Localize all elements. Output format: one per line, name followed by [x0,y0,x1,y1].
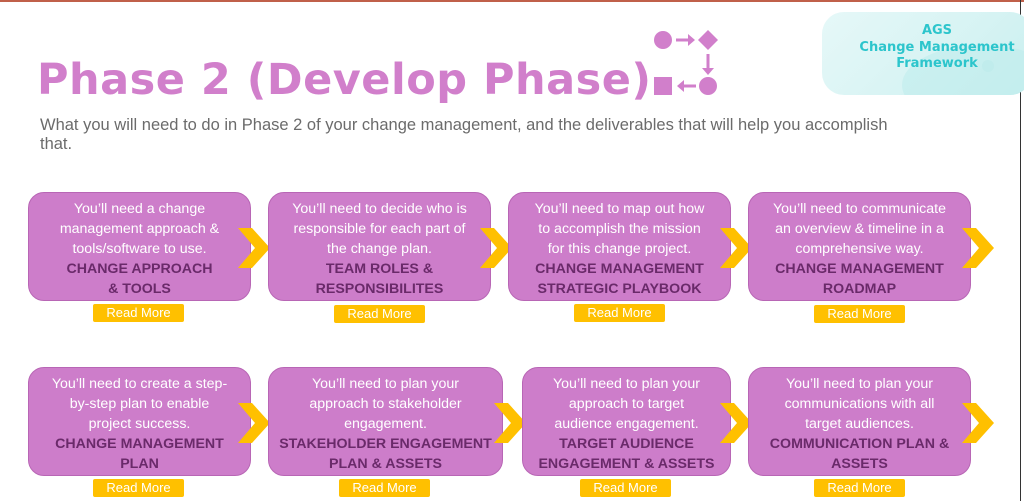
step-card-target-audience: You’ll need to plan your approach to tar… [522,367,731,476]
chevron-right-icon [962,228,994,268]
chevron-right-icon [494,403,526,443]
read-more-button-team-roles[interactable]: Read More [334,305,425,323]
brand-line-1: AGS [921,23,953,38]
read-more-button-change-approach[interactable]: Read More [93,304,184,322]
step-deliverable: CHANGE MANAGEMENT STRATEGIC PLAYBOOK [535,261,704,297]
brand-badge: AGS Change Management Framework [822,12,1024,95]
page-title: Phase 2 (Develop Phase) [37,55,652,105]
step-description: You’ll need to plan your approach to sta… [309,376,462,432]
chevron-right-icon [720,228,752,268]
step-deliverable: CHANGE MANAGEMENT PLAN [55,436,224,472]
step-description: You’ll need to create a step- by-step pl… [51,376,228,432]
read-more-button-change-plan[interactable]: Read More [93,479,184,497]
read-more-button-target-audience[interactable]: Read More [580,479,671,497]
step-deliverable: TARGET AUDIENCE ENGAGEMENT & ASSETS [538,436,715,472]
chevron-right-icon [720,403,752,443]
step-deliverable: CHANGE MANAGEMENT ROADMAP [775,261,944,297]
step-deliverable: COMMUNICATION PLAN & ASSETS [769,436,950,472]
read-more-button-strategic-playbook[interactable]: Read More [574,304,665,322]
right-border [1020,0,1021,501]
brand-text: AGS Change Management Framework [822,23,1024,73]
chevron-right-icon [238,403,270,443]
step-deliverable: TEAM ROLES & RESPONSIBILITES [315,261,444,297]
brand-dot-decoration [982,60,994,72]
read-more-button-communication-plan[interactable]: Read More [814,479,905,497]
page-subtitle: What you will need to do in Phase 2 of y… [40,116,888,153]
step-description: You’ll need to decide who is responsible… [292,201,467,257]
step-deliverable: STAKEHOLDER ENGAGEMENT PLAN & ASSETS [279,436,492,472]
step-card-change-approach: You’ll need a change management approach… [28,192,251,301]
step-description: You’ll need to communicate an overview &… [773,201,946,257]
process-flow-icon [654,30,718,95]
read-more-button-roadmap[interactable]: Read More [814,305,905,323]
step-description: You’ll need to map out how to accomplish… [534,201,705,257]
step-description: You’ll need a change management approach… [59,201,220,257]
chevron-right-icon [962,403,994,443]
step-card-communication-plan: You’ll need to plan your communications … [748,367,971,476]
step-card-stakeholder-engagement: You’ll need to plan your approach to sta… [268,367,503,476]
step-description: You’ll need to plan your approach to tar… [553,376,700,432]
brand-line-2: Change Management [859,39,1015,55]
read-more-button-stakeholder-engagement[interactable]: Read More [339,479,430,497]
chevron-right-icon [480,228,512,268]
step-card-change-plan: You’ll need to create a step- by-step pl… [28,367,251,476]
chevron-right-icon [238,228,270,268]
step-deliverable: CHANGE APPROACH & TOOLS [66,261,213,297]
step-card-strategic-playbook: You’ll need to map out how to accomplish… [508,192,731,301]
step-card-team-roles: You’ll need to decide who is responsible… [268,192,491,301]
top-border [0,0,1024,2]
step-card-roadmap: You’ll need to communicate an overview &… [748,192,971,301]
brand-line-3: Framework [896,56,978,71]
step-description: You’ll need to plan your communications … [784,376,935,432]
